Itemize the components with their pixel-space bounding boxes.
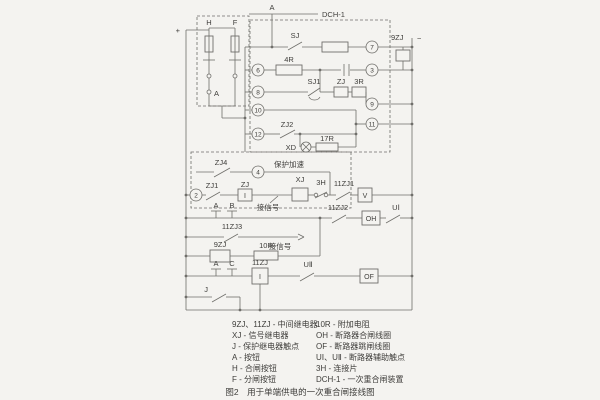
fuse-f <box>230 35 240 53</box>
resistor-17r <box>315 142 339 152</box>
relay-box-i1-text: I <box>244 193 246 200</box>
label-3r: 3R <box>354 77 364 86</box>
row-of: A C 11ZJ I UⅡ OF <box>186 258 412 310</box>
label-sj1: SJ1 <box>308 77 321 86</box>
label-xd: XD <box>286 143 297 152</box>
terminal-4-num: 4 <box>256 170 260 177</box>
resistor-3r <box>351 86 367 98</box>
label-17r: 17R <box>320 134 334 143</box>
minus-label: − <box>417 34 422 43</box>
relay-coil-9zj <box>395 49 411 62</box>
row-oh: A B 11ZJ2 OH UⅠ <box>186 201 412 226</box>
label-11zj2: 11ZJ2 <box>328 203 348 212</box>
resistor-10r <box>253 250 279 261</box>
row-signal: 11ZJ3 接信号 <box>186 222 305 251</box>
legend-right-3: OF - 断路器跳闸线圈 <box>316 341 390 351</box>
voltmeter-v-text: V <box>363 193 368 200</box>
legend-left-3: J - 保护继电器触点 <box>232 341 299 351</box>
label-sj: SJ <box>291 31 300 40</box>
legend-right-5: 3H - 连接片 <box>316 363 357 373</box>
label-xj: XJ <box>296 175 305 184</box>
label-3h: 3H <box>316 178 326 187</box>
label-trip-button-f: F <box>233 18 238 27</box>
legend-right-1: 10R - 附加电阻 <box>316 319 370 329</box>
dch1-device-box: A DCH-1 <box>249 3 391 153</box>
junction-dots <box>184 45 414 312</box>
legend-right-4: UⅠ、UⅡ - 断路器辅助触点 <box>316 352 405 362</box>
label-to-signal-1: 接信号 <box>257 202 280 212</box>
legend-left-5: H - 合闸按钮 <box>232 363 277 373</box>
label-zj2: ZJ2 <box>281 120 294 129</box>
label-zj1: ZJ1 <box>206 181 219 190</box>
label-close-button-h: H <box>206 18 211 27</box>
legend-right-6: DCH-1 - 一次重合闸装置 <box>316 374 404 384</box>
label-btn-a2: A <box>213 259 218 268</box>
label-zj4: ZJ4 <box>215 158 228 167</box>
terminal-6-num: 6 <box>256 68 260 75</box>
label-11zj1: 11ZJ1 <box>334 179 354 188</box>
label-zj-mid: ZJ <box>241 180 250 189</box>
relay-coil-zj <box>333 86 349 98</box>
label-4r: 4R <box>284 55 294 64</box>
label-10r: 10R <box>259 241 273 250</box>
terminal-10-num: 10 <box>254 108 262 115</box>
legend-left-4: A - 按钮 <box>232 352 260 362</box>
label-protection-accel: 保护加速 <box>274 159 304 169</box>
row-zj4: ZJ4 4 保护加速 <box>196 158 331 195</box>
label-zj: ZJ <box>337 77 346 86</box>
relay-coil-11zj-text: I <box>259 274 261 281</box>
terminal-3-num: 3 <box>370 68 374 75</box>
legend: 9ZJ、11ZJ - 中间继电器 XJ - 信号继电器 J - 保护继电器触点 … <box>225 319 405 397</box>
label-top-a: A <box>269 3 274 12</box>
row-xj: 2 ZJ1 ZJ I XJ 3H 11ZJ1 V 接信号 <box>186 175 412 212</box>
legend-left-1: 9ZJ、11ZJ - 中间继电器 <box>232 319 318 329</box>
terminal-2-num: 2 <box>194 193 198 200</box>
collector-wires <box>244 46 252 152</box>
row-sj: SJ 7 9ZJ <box>252 31 412 70</box>
legend-left-2: XJ - 信号继电器 <box>232 330 288 340</box>
label-btn-b: B <box>229 201 234 210</box>
label-j: J <box>204 285 208 294</box>
trip-coil-of-text: OF <box>364 274 374 281</box>
row-9zj-10r: 9ZJ 10R <box>186 218 321 263</box>
label-11zj3: 11ZJ3 <box>222 222 242 231</box>
row-4r: 6 4R 3 <box>251 55 412 92</box>
row-j: J <box>186 285 241 310</box>
terminal-7-num: 7 <box>370 45 374 52</box>
legend-left-6: F - 分闸按钮 <box>232 374 276 384</box>
label-u1: UⅠ <box>392 203 400 212</box>
relay-coil-xj <box>291 187 309 202</box>
terminal-8-num: 8 <box>256 90 260 97</box>
row-sj1: 8 SJ1 ZJ 3R 9 <box>251 77 412 111</box>
terminal-11-num: 11 <box>369 122 376 129</box>
row-10-11: 10 11 <box>251 103 412 131</box>
label-hf-a: A <box>214 89 219 98</box>
plus-label: + <box>176 26 181 35</box>
label-u2: UⅡ <box>303 260 312 269</box>
label-dch1: DCH-1 <box>322 10 345 19</box>
row-xd-17r: 12 ZJ2 XD 17R <box>251 120 357 153</box>
power-rails: + − <box>176 26 422 311</box>
label-to-signal-2: 接信号 <box>269 241 292 251</box>
fuse-h <box>204 35 214 53</box>
figure-caption: 图2 用于单端供电的一次重合闸接线图 <box>225 387 374 397</box>
hf-control-box: H F A <box>196 15 250 119</box>
label-9zj: 9ZJ <box>214 240 227 249</box>
label-9zj-coil: 9ZJ <box>391 33 404 42</box>
legend-right-2: OH - 断路器合闸线圈 <box>316 330 391 340</box>
label-btn-a1: A <box>213 201 218 210</box>
terminal-12-num: 12 <box>254 132 262 139</box>
protection-box <box>190 151 352 209</box>
closing-coil-oh-text: OH <box>366 216 377 223</box>
label-btn-c: C <box>229 259 235 268</box>
terminal-9-num: 9 <box>370 102 374 109</box>
label-11zj: 11ZJ <box>252 258 268 267</box>
resistor-sj-row <box>321 41 349 53</box>
resistor-4r <box>275 64 303 76</box>
